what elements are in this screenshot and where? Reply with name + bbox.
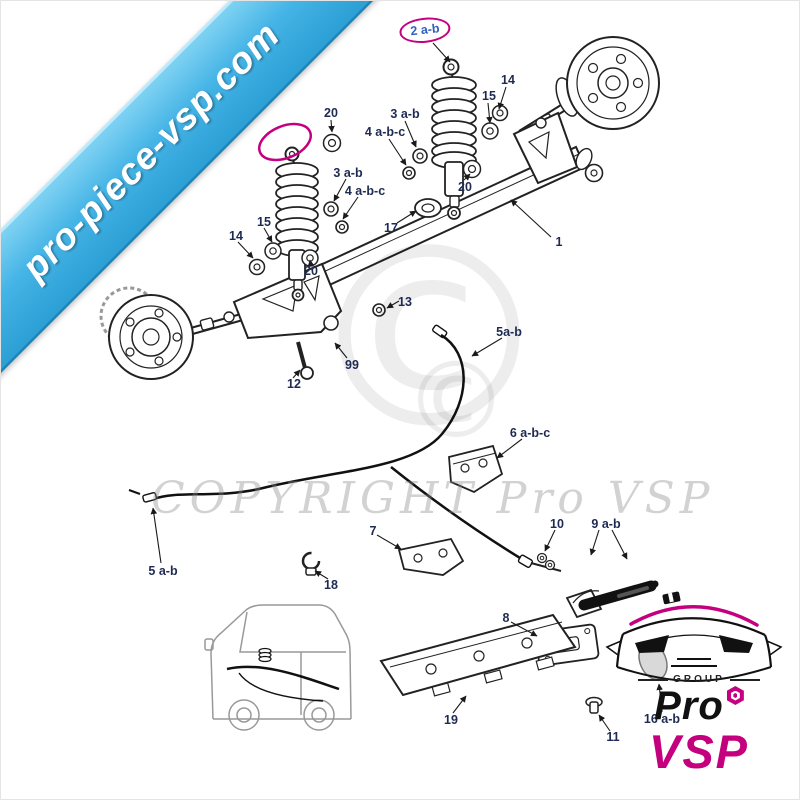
van-location-sketch	[204, 604, 352, 731]
part-label-1: 1	[555, 234, 563, 249]
part-label-16ab: 16 a-b	[643, 711, 681, 726]
logo-vsp-label: VSP	[648, 725, 750, 778]
logo-group-row: GROUP	[621, 674, 777, 685]
part-label-15-left: 15	[257, 214, 271, 229]
part-label-11: 11	[606, 729, 620, 744]
support-bracket-19	[379, 613, 577, 697]
part-label-3ab-left: 3 a-b	[333, 165, 363, 180]
part-label-17: 17	[384, 220, 398, 235]
group-line-right	[729, 678, 760, 681]
logo-car-sketch	[605, 605, 783, 683]
hexagon-icon-core	[733, 693, 738, 698]
hexagon-icon	[726, 686, 744, 705]
cable-bracket-6	[448, 444, 504, 494]
part-label-14-upper-right: 14	[501, 72, 515, 87]
part-label-99: 99	[345, 357, 359, 372]
part-label-10: 10	[550, 516, 564, 531]
part-label-12: 12	[287, 376, 301, 391]
handbrake-lever	[530, 552, 659, 619]
cable-bracket-7	[397, 537, 465, 576]
part-label-15-upper-right: 15	[482, 88, 496, 103]
part-label-19: 19	[444, 712, 458, 727]
part-label-5ab-upper: 5a-b	[496, 324, 522, 339]
logo-pro-row: Pro	[621, 686, 777, 728]
handbrake-cables	[128, 324, 554, 570]
logo-pro-label: Pro	[654, 684, 724, 728]
bracket-plate-right	[512, 111, 579, 185]
part-label-7: 7	[369, 523, 377, 538]
part-label-18: 18	[324, 577, 338, 592]
part-label-20-top: 20	[324, 105, 338, 120]
part-label-20-right: 20	[458, 179, 472, 194]
provsp-logo: GROUP Pro VSP	[621, 674, 777, 775]
trailing-arm-left	[232, 262, 343, 340]
logo-group-label: GROUP	[673, 674, 725, 685]
leader-lines	[150, 42, 663, 732]
part-label-4abc-right: 4 a-b-c	[364, 124, 406, 139]
part-label-3ab-right: 3 a-b	[390, 106, 420, 121]
group-line-left	[638, 678, 669, 681]
shock-absorber-right	[431, 58, 477, 220]
part-label-8: 8	[502, 610, 510, 625]
highlight-ellipse-left	[258, 122, 312, 162]
part-label-14-left: 14	[229, 228, 243, 243]
shock-absorber-left	[275, 146, 319, 302]
part-label-6abc: 6 a-b-c	[509, 425, 551, 440]
part-label-13: 13	[398, 294, 412, 309]
part-label-9ab: 9 a-b	[591, 516, 621, 531]
part-label-4abc-left: 4 a-b-c	[344, 183, 386, 198]
part-label-20-left: 20	[304, 263, 318, 278]
brake-hub-left	[99, 286, 244, 380]
part-label-5ab-lower: 5 a-b	[148, 563, 178, 578]
